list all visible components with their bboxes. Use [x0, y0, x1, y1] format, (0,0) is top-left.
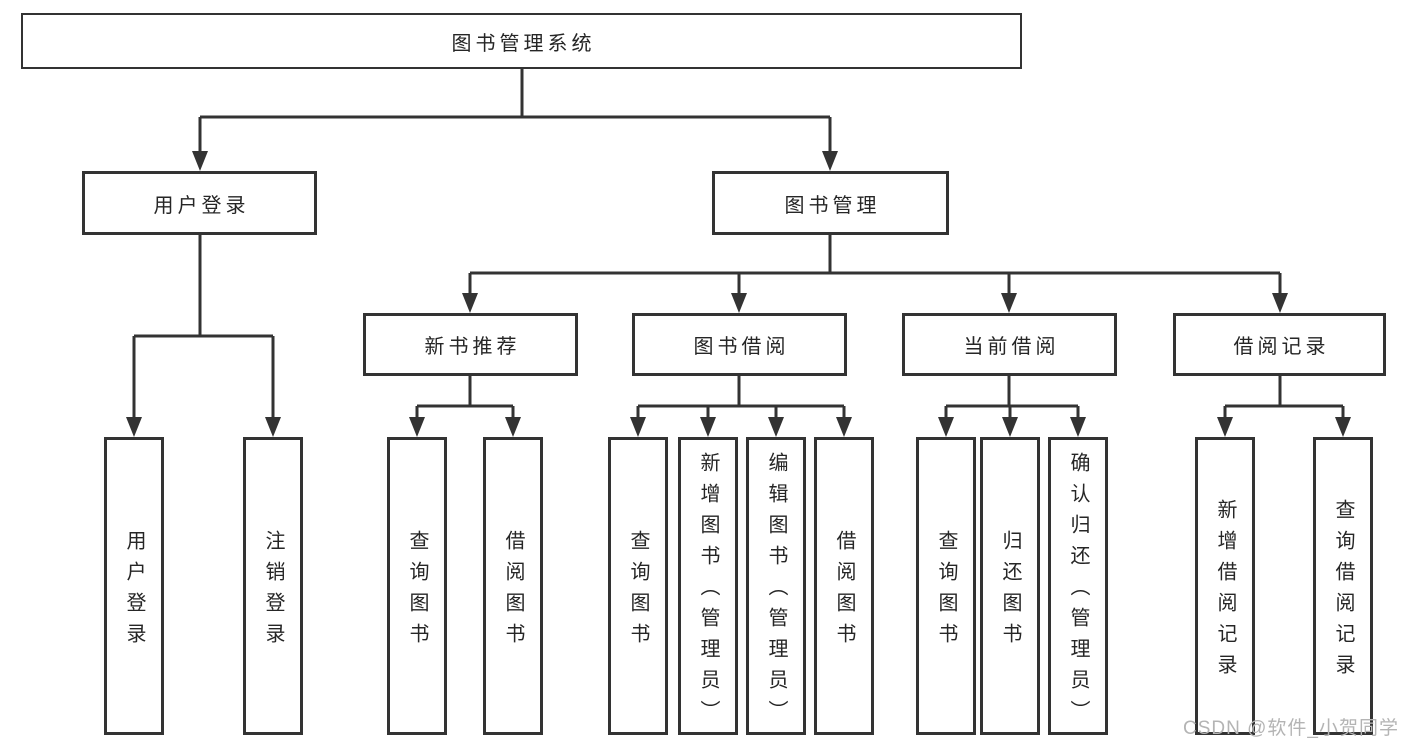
- connector-arrowheads: [126, 151, 1351, 437]
- node-leaf-query-books-recommend: 查询图书: [387, 437, 447, 735]
- node-leaf-query-books-borrow-label: 查询图书: [627, 529, 649, 654]
- node-new-book-recommend: 新书推荐: [363, 313, 578, 376]
- watermark: CSDN @软件_小贺同学: [1183, 718, 1399, 739]
- node-leaf-add-borrow-record: 新增借阅记录: [1195, 437, 1255, 735]
- node-borrowing-records: 借阅记录: [1173, 313, 1386, 376]
- node-leaf-confirm-return-admin: 确认归还（管理员）: [1048, 437, 1108, 735]
- node-leaf-add-book-admin: 新增图书（管理员）: [678, 437, 738, 735]
- node-leaf-query-books-borrow: 查询图书: [608, 437, 668, 735]
- node-leaf-add-book-admin-label: 新增图书（管理员）: [697, 452, 719, 731]
- node-leaf-edit-book-admin: 编辑图书（管理员）: [746, 437, 806, 735]
- node-leaf-borrow-books-recommend: 借阅图书: [483, 437, 543, 735]
- node-root-label: 图书管理系统: [451, 32, 596, 55]
- node-leaf-query-books-current: 查询图书: [916, 437, 976, 735]
- node-leaf-user-login-label: 用户登录: [123, 529, 145, 654]
- node-book-management: 图书管理: [712, 171, 949, 235]
- connector-lines: [132, 69, 1345, 425]
- node-leaf-query-books-recommend-label: 查询图书: [406, 529, 428, 654]
- node-book-borrowing: 图书借阅: [632, 313, 847, 376]
- node-borrowing-records-label: 借阅记录: [1233, 336, 1330, 358]
- node-root: 图书管理系统: [21, 13, 1022, 69]
- node-book-borrowing-label: 图书借阅: [693, 336, 790, 358]
- node-user-login: 用户登录: [82, 171, 317, 235]
- node-leaf-borrow-books-label: 借阅图书: [833, 529, 855, 654]
- node-book-management-label: 图书管理: [784, 194, 881, 217]
- node-current-borrowing: 当前借阅: [902, 313, 1117, 376]
- node-leaf-query-borrow-record: 查询借阅记录: [1313, 437, 1373, 735]
- node-new-book-recommend-label: 新书推荐: [424, 336, 521, 358]
- node-current-borrowing-label: 当前借阅: [963, 336, 1060, 358]
- node-leaf-confirm-return-admin-label: 确认归还（管理员）: [1067, 452, 1089, 731]
- node-leaf-logout-label: 注销登录: [262, 529, 284, 654]
- node-user-login-label: 用户登录: [153, 194, 250, 217]
- node-leaf-query-books-current-label: 查询图书: [935, 529, 957, 654]
- node-leaf-borrow-books-recommend-label: 借阅图书: [502, 529, 524, 654]
- node-leaf-user-login: 用户登录: [104, 437, 164, 735]
- node-leaf-query-borrow-record-label: 查询借阅记录: [1332, 498, 1354, 685]
- node-leaf-add-borrow-record-label: 新增借阅记录: [1214, 498, 1236, 685]
- node-leaf-return-book: 归还图书: [980, 437, 1040, 735]
- node-leaf-borrow-books: 借阅图书: [814, 437, 874, 735]
- node-leaf-logout: 注销登录: [243, 437, 303, 735]
- node-leaf-edit-book-admin-label: 编辑图书（管理员）: [765, 452, 787, 731]
- node-leaf-return-book-label: 归还图书: [999, 529, 1021, 654]
